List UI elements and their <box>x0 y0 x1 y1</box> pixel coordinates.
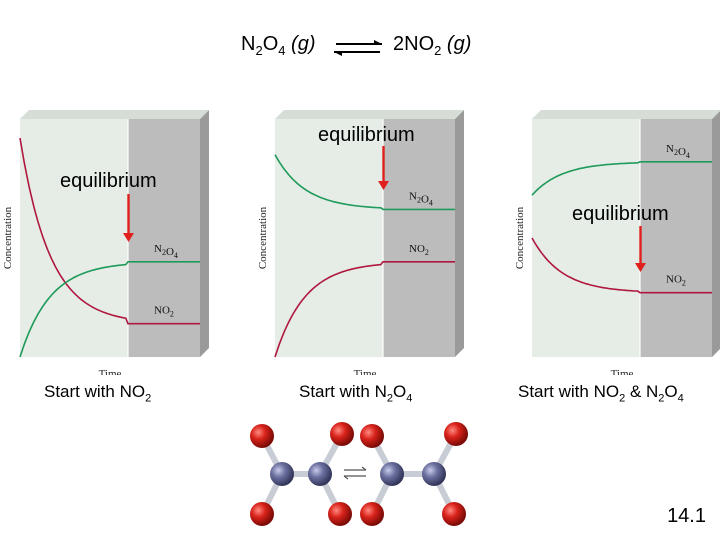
series-line-n2o4 <box>274 154 455 211</box>
panel-side <box>200 110 209 357</box>
panel-side <box>712 111 720 357</box>
series-label-no2: NO2 <box>154 305 174 319</box>
y-axis-label: Concentration <box>2 206 14 269</box>
series-line-no2 <box>19 137 200 325</box>
panel-top <box>20 110 209 119</box>
x-axis-label: Time <box>611 368 634 375</box>
equilibrium-label-3: equilibrium <box>572 203 669 225</box>
caption-1: Start with NO2 <box>44 382 152 405</box>
page-number: 14.1 <box>667 505 706 527</box>
series-label-n2o4: N2O4 <box>409 190 433 207</box>
equilibrium-arrowhead <box>635 263 646 272</box>
equilibrium-region <box>128 119 200 357</box>
series-line-n2o4 <box>531 161 712 196</box>
equilibrium-region <box>383 119 455 357</box>
equilibrium-arrows-icon <box>334 40 382 56</box>
n2o4-molecule-illustration <box>250 422 468 526</box>
series-label-n2o4: N2O4 <box>666 143 690 160</box>
equilibrium-arrowhead <box>123 233 134 242</box>
panel-top <box>532 110 720 119</box>
x-axis-label: Time <box>99 368 122 375</box>
series-line-n2o4 <box>19 261 200 358</box>
equilibrium-label-2: equilibrium <box>318 124 415 146</box>
panel-side <box>455 110 464 357</box>
reaction-equation: N2O4 (g) 2NO2 (g) <box>0 30 720 64</box>
y-axis-label: Concentration <box>257 206 269 269</box>
reactant-formula: N2O4 (g) <box>241 33 316 58</box>
equilibrium-label-1: equilibrium <box>60 170 157 192</box>
panel-top <box>275 110 464 119</box>
series-label-n2o4: N2O4 <box>154 243 178 260</box>
caption-2: Start with N2O4 <box>299 382 413 405</box>
equilibrium-region <box>640 119 712 357</box>
series-line-no2 <box>531 237 712 294</box>
equilibrium-arrowhead <box>378 181 389 190</box>
caption-3: Start with NO2 & N2O4 <box>518 382 684 405</box>
product-formula: 2NO2 (g) <box>393 33 472 58</box>
y-axis-label: Concentration <box>514 206 526 269</box>
series-line-no2 <box>274 261 455 358</box>
series-label-no2: NO2 <box>409 243 429 257</box>
series-label-no2: NO2 <box>666 274 686 288</box>
x-axis-label: Time <box>354 368 377 375</box>
